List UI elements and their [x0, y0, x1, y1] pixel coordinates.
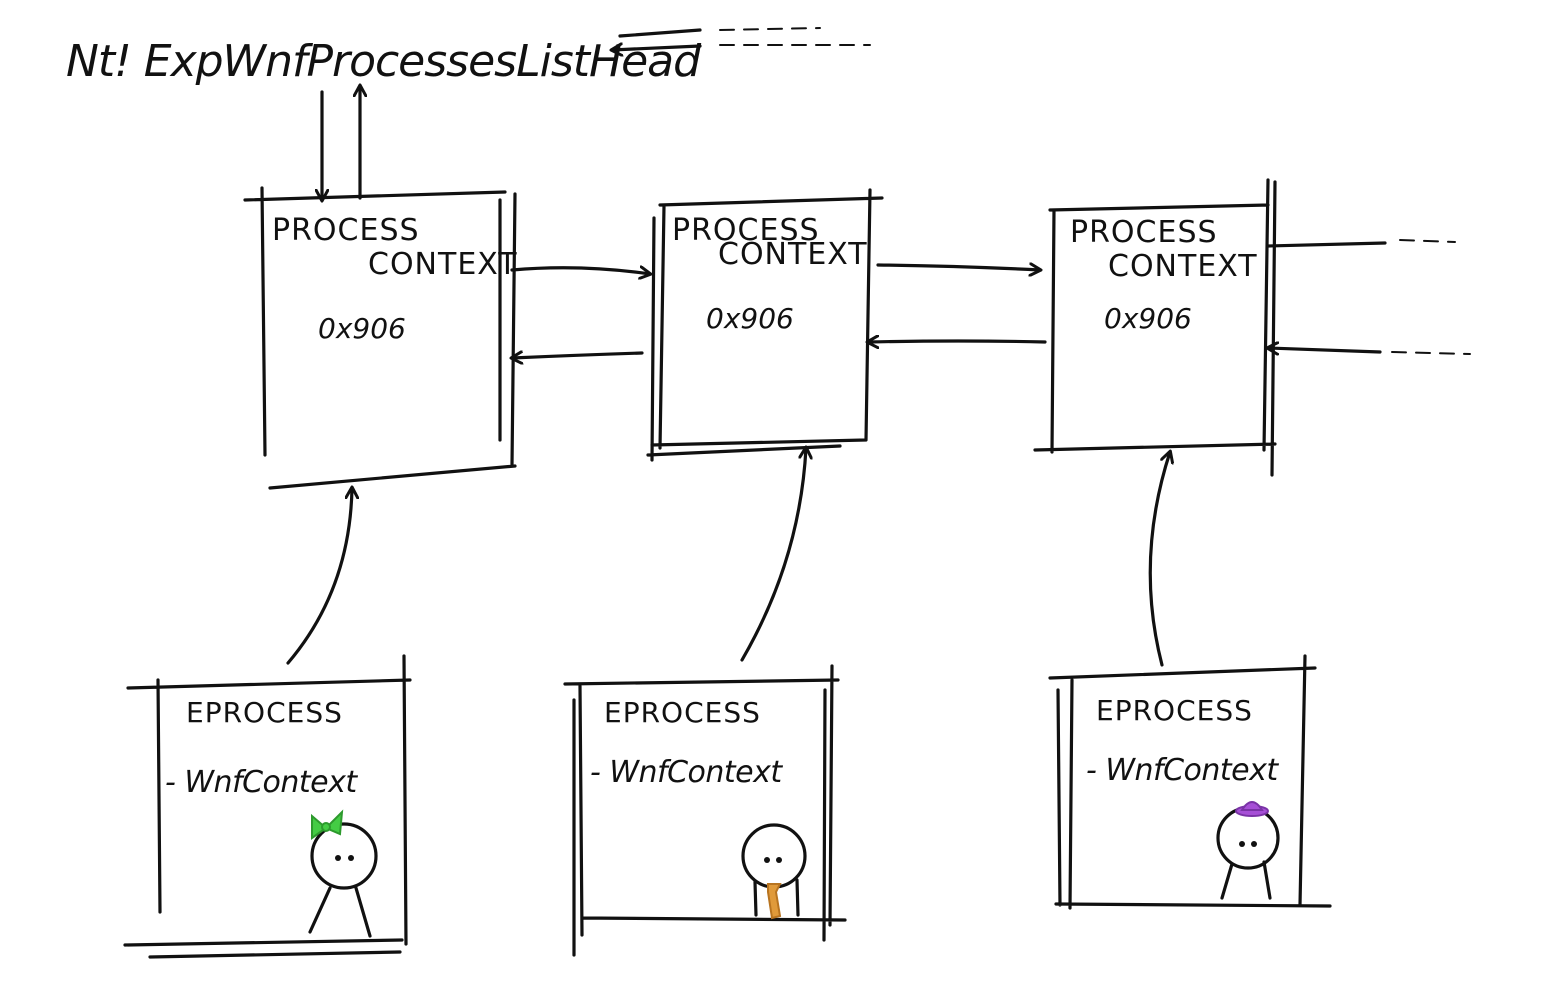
process-context-title-3: PROCESS [1070, 215, 1218, 250]
stick-figure-2 [741, 823, 807, 920]
eprocess-box-2: EPROCESS - WnfContext [563, 664, 847, 957]
eprocess-links [286, 448, 1170, 667]
process-context-subtitle-2: CONTEXT [718, 237, 868, 272]
head-to-first-links [322, 86, 360, 200]
eprocess-title-2: EPROCESS [604, 696, 761, 729]
eprocess-field-1: - WnfContext [165, 765, 358, 800]
eprocess-box-1: EPROCESS - WnfContext [123, 654, 412, 959]
eprocess-title-3: EPROCESS [1096, 694, 1253, 727]
eprocess-field-2: - WnfContext [590, 755, 783, 790]
head-back-links [612, 27, 871, 50]
back-links [512, 341, 1471, 358]
process-context-address-2: 0x906 [706, 302, 794, 335]
process-context-subtitle-1: CONTEXT [368, 247, 518, 282]
forward-links [510, 239, 1456, 274]
eprocess-box-3: EPROCESS - WnfContext [1048, 654, 1332, 910]
process-context-address-1: 0x906 [318, 312, 406, 345]
stick-figure-3 [1216, 801, 1280, 900]
eprocess-field-3: - WnfContext [1086, 753, 1279, 788]
hat-icon [1235, 801, 1269, 817]
process-context-subtitle-3: CONTEXT [1108, 249, 1258, 284]
tie-icon [767, 883, 782, 920]
process-context-title-2: PROCESS [672, 213, 820, 248]
process-context-box-2: PROCESS CONTEXT 0x906 [646, 188, 884, 462]
eprocess-title-1: EPROCESS [186, 696, 343, 729]
process-context-title-1: PROCESS [272, 213, 420, 248]
list-head-label: Nt! ExpWnfProcessesListHead [66, 36, 702, 87]
process-context-box-1: PROCESS CONTEXT 0x906 [243, 186, 518, 490]
bow-icon [311, 809, 344, 840]
process-context-address-3: 0x906 [1104, 302, 1192, 335]
stick-figure-1 [308, 809, 378, 938]
process-context-box-3: PROCESS CONTEXT 0x906 [1033, 178, 1277, 477]
